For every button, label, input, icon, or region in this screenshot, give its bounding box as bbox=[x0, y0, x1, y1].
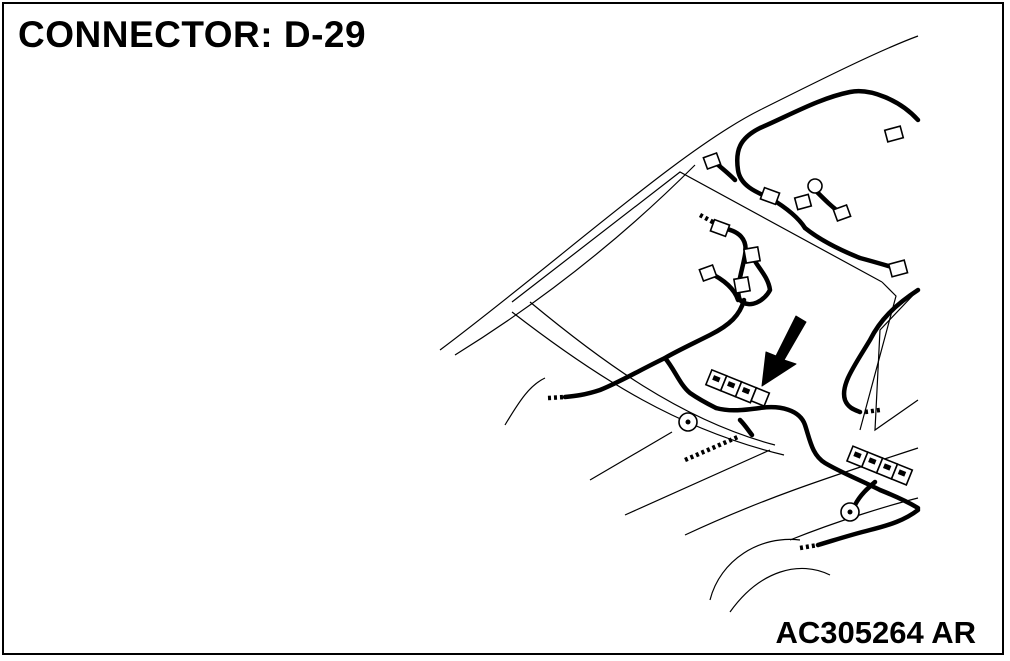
arrow-down-left-icon bbox=[761, 315, 807, 387]
reference-code: AC305264 AR bbox=[775, 615, 976, 650]
harness-connectors bbox=[678, 125, 909, 522]
vehicle-body-outline bbox=[439, 35, 919, 613]
wiring-harness bbox=[547, 89, 921, 551]
diagram-title: CONNECTOR: D-29 bbox=[18, 14, 367, 55]
connector-block-lower bbox=[845, 445, 914, 486]
connector-block-d-29 bbox=[704, 368, 771, 408]
